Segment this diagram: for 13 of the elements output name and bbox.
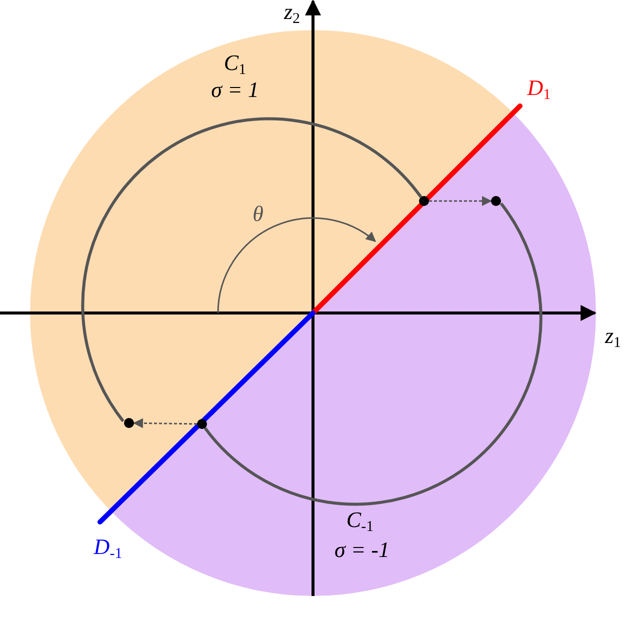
trajectory-arc [204, 202, 542, 506]
axis-label: z$_{2}$ [284, 1, 300, 27]
axis-label: z$_{1}$ [604, 325, 622, 351]
equation-label: σ = 1 [211, 79, 259, 101]
angle-label: θ [252, 203, 264, 225]
dotted-arrow [133, 418, 198, 428]
line-label: D$_{1}$ [527, 77, 551, 103]
line-label: D$_{-1}$ [94, 536, 122, 562]
region-label: C$_{-1}$ [346, 509, 374, 535]
region-label: C$_{1}$ [224, 52, 246, 78]
dotted-arrow [429, 196, 492, 206]
trajectory-arc [81, 118, 422, 422]
equation-label: σ = -1 [334, 539, 390, 561]
